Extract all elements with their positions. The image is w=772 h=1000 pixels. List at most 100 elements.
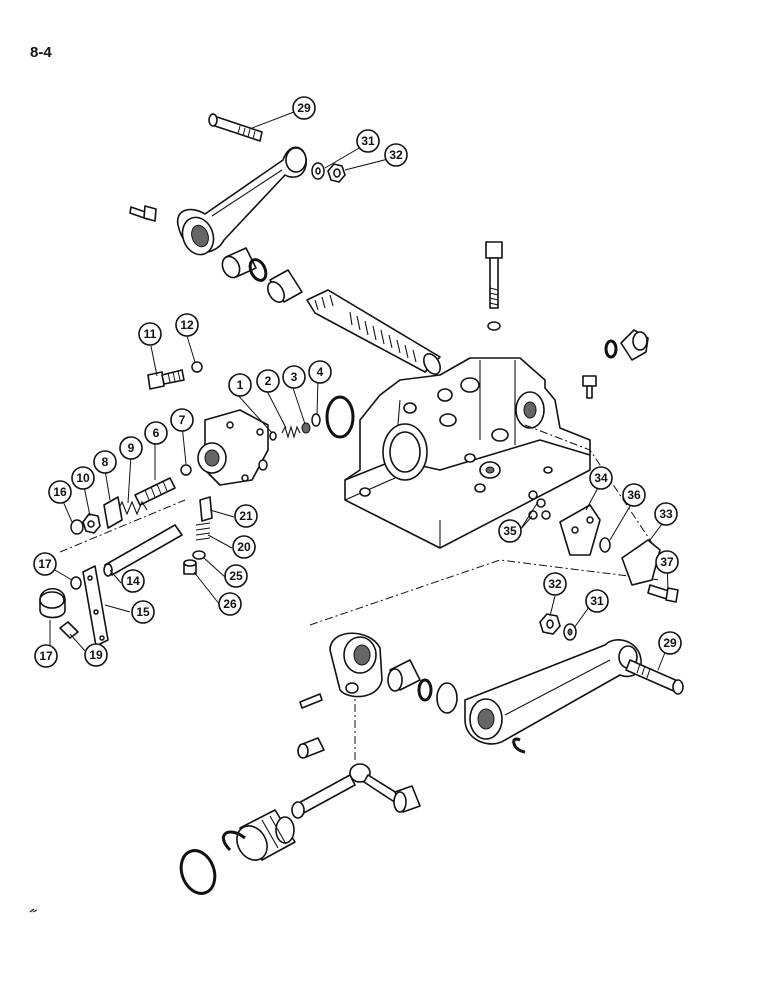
svg-text:17: 17 bbox=[38, 557, 52, 571]
lower-snap-ring bbox=[512, 737, 526, 754]
rod-14 bbox=[103, 524, 183, 577]
small-bolt-upper-left bbox=[129, 205, 157, 222]
gasket-plate-34 bbox=[559, 504, 601, 556]
svg-text:36: 36 bbox=[627, 488, 641, 502]
callout-32-lower: 32 bbox=[543, 572, 567, 596]
svg-text:37: 37 bbox=[660, 555, 674, 569]
callout-11: 11 bbox=[138, 322, 162, 346]
callout-17-lower: 17 bbox=[33, 552, 57, 576]
callout-2: 2 bbox=[256, 369, 280, 393]
callout-7: 7 bbox=[170, 408, 194, 432]
bracket-8 bbox=[103, 496, 123, 529]
lower-arm-nut bbox=[539, 613, 561, 635]
callout-14: 14 bbox=[121, 569, 145, 593]
cover-33 bbox=[621, 539, 661, 586]
svg-text:15: 15 bbox=[136, 605, 150, 619]
plunger-21 bbox=[199, 496, 213, 522]
svg-text:3: 3 bbox=[291, 370, 298, 384]
o-ring-7 bbox=[180, 464, 192, 476]
printer-mark bbox=[29, 908, 38, 913]
bolt-37 bbox=[647, 584, 679, 603]
alignment-line-left bbox=[59, 499, 186, 553]
right-small-bolt bbox=[582, 375, 597, 399]
callout-19: 17 bbox=[34, 644, 58, 668]
page-number: 8-4 bbox=[30, 44, 52, 61]
piston-o-ring bbox=[179, 849, 217, 895]
callout-32-upper: 32 bbox=[384, 143, 408, 167]
callout-35: 35 bbox=[498, 519, 522, 543]
long-cover-bolt bbox=[485, 241, 503, 331]
callout-29-upper: 29 bbox=[292, 96, 316, 120]
callout-26: 26 bbox=[218, 592, 242, 616]
alignment-line-right bbox=[524, 424, 661, 556]
spring-20 bbox=[195, 522, 211, 541]
callout-31-upper: 31 bbox=[356, 129, 380, 153]
svg-text:2: 2 bbox=[265, 374, 272, 388]
upper-bushing bbox=[221, 247, 257, 279]
svg-text:4: 4 bbox=[317, 365, 324, 379]
washer-12 bbox=[191, 361, 203, 373]
callout-31-lower: 31 bbox=[585, 589, 609, 613]
callout-10: 10 bbox=[71, 466, 95, 490]
svg-text:19: 19 bbox=[89, 648, 103, 662]
shaft-bushing bbox=[267, 269, 303, 303]
lower-o-ring bbox=[417, 678, 433, 702]
lower-sleeve bbox=[393, 785, 421, 813]
callout-17-upper: 16 bbox=[48, 480, 72, 504]
lower-thrust-ring bbox=[436, 682, 458, 714]
svg-text:29: 29 bbox=[663, 636, 677, 650]
svg-text:9: 9 bbox=[128, 441, 135, 455]
small-pin-lower-left bbox=[299, 693, 323, 709]
svg-text:10: 10 bbox=[76, 471, 90, 485]
knob-19 bbox=[39, 587, 66, 619]
svg-text:6: 6 bbox=[153, 426, 160, 440]
nut-17-upper bbox=[70, 519, 84, 535]
nut-10 bbox=[82, 513, 101, 534]
lower-link-shaft bbox=[291, 763, 401, 819]
washer-4 bbox=[311, 413, 321, 427]
svg-text:32: 32 bbox=[389, 148, 403, 162]
link-plate-15 bbox=[82, 565, 109, 647]
valve-body-small-o-ring bbox=[258, 459, 268, 471]
screw-11 bbox=[147, 369, 185, 390]
callout-12: 12 bbox=[175, 313, 199, 337]
svg-text:32: 32 bbox=[548, 577, 562, 591]
upper-o-ring bbox=[248, 258, 268, 282]
callout-34: 34 bbox=[589, 466, 613, 490]
svg-text:31: 31 bbox=[361, 134, 375, 148]
svg-text:11: 11 bbox=[144, 327, 157, 341]
callout-33: 33 bbox=[654, 502, 678, 526]
piston-snap-ring bbox=[222, 830, 246, 852]
callout-1: 1 bbox=[228, 373, 252, 397]
washer-25 bbox=[192, 550, 206, 560]
svg-text:20: 20 bbox=[237, 540, 251, 554]
ball-1 bbox=[269, 431, 277, 441]
housing-large-o-ring bbox=[325, 395, 355, 439]
callout-21: 21 bbox=[234, 504, 258, 528]
piston-assembly bbox=[236, 809, 296, 861]
lower-lift-arm-pin bbox=[625, 659, 684, 695]
svg-text:21: 21 bbox=[239, 509, 253, 523]
svg-text:26: 26 bbox=[223, 597, 237, 611]
spring-9 bbox=[116, 500, 148, 516]
svg-text:14: 14 bbox=[126, 574, 140, 588]
seat-3 bbox=[301, 422, 311, 434]
callout-16: 19 bbox=[84, 643, 108, 667]
svg-text:25: 25 bbox=[229, 569, 243, 583]
svg-text:31: 31 bbox=[590, 594, 604, 608]
svg-text:35: 35 bbox=[503, 524, 517, 538]
lower-arm-washer bbox=[563, 623, 577, 641]
upper-arm-nut bbox=[327, 163, 346, 183]
callout-9: 9 bbox=[119, 436, 143, 460]
alignment-line-lower bbox=[309, 559, 661, 626]
svg-text:33: 33 bbox=[659, 507, 673, 521]
svg-text:8: 8 bbox=[102, 455, 109, 469]
lower-bushing bbox=[387, 659, 421, 692]
cross-pin bbox=[297, 737, 325, 759]
spool-6 bbox=[134, 477, 176, 506]
o-ring-36 bbox=[599, 537, 611, 553]
nut-17-lower bbox=[70, 576, 82, 590]
callout-4: 4 bbox=[308, 360, 332, 384]
callout-3: 3 bbox=[282, 365, 306, 389]
